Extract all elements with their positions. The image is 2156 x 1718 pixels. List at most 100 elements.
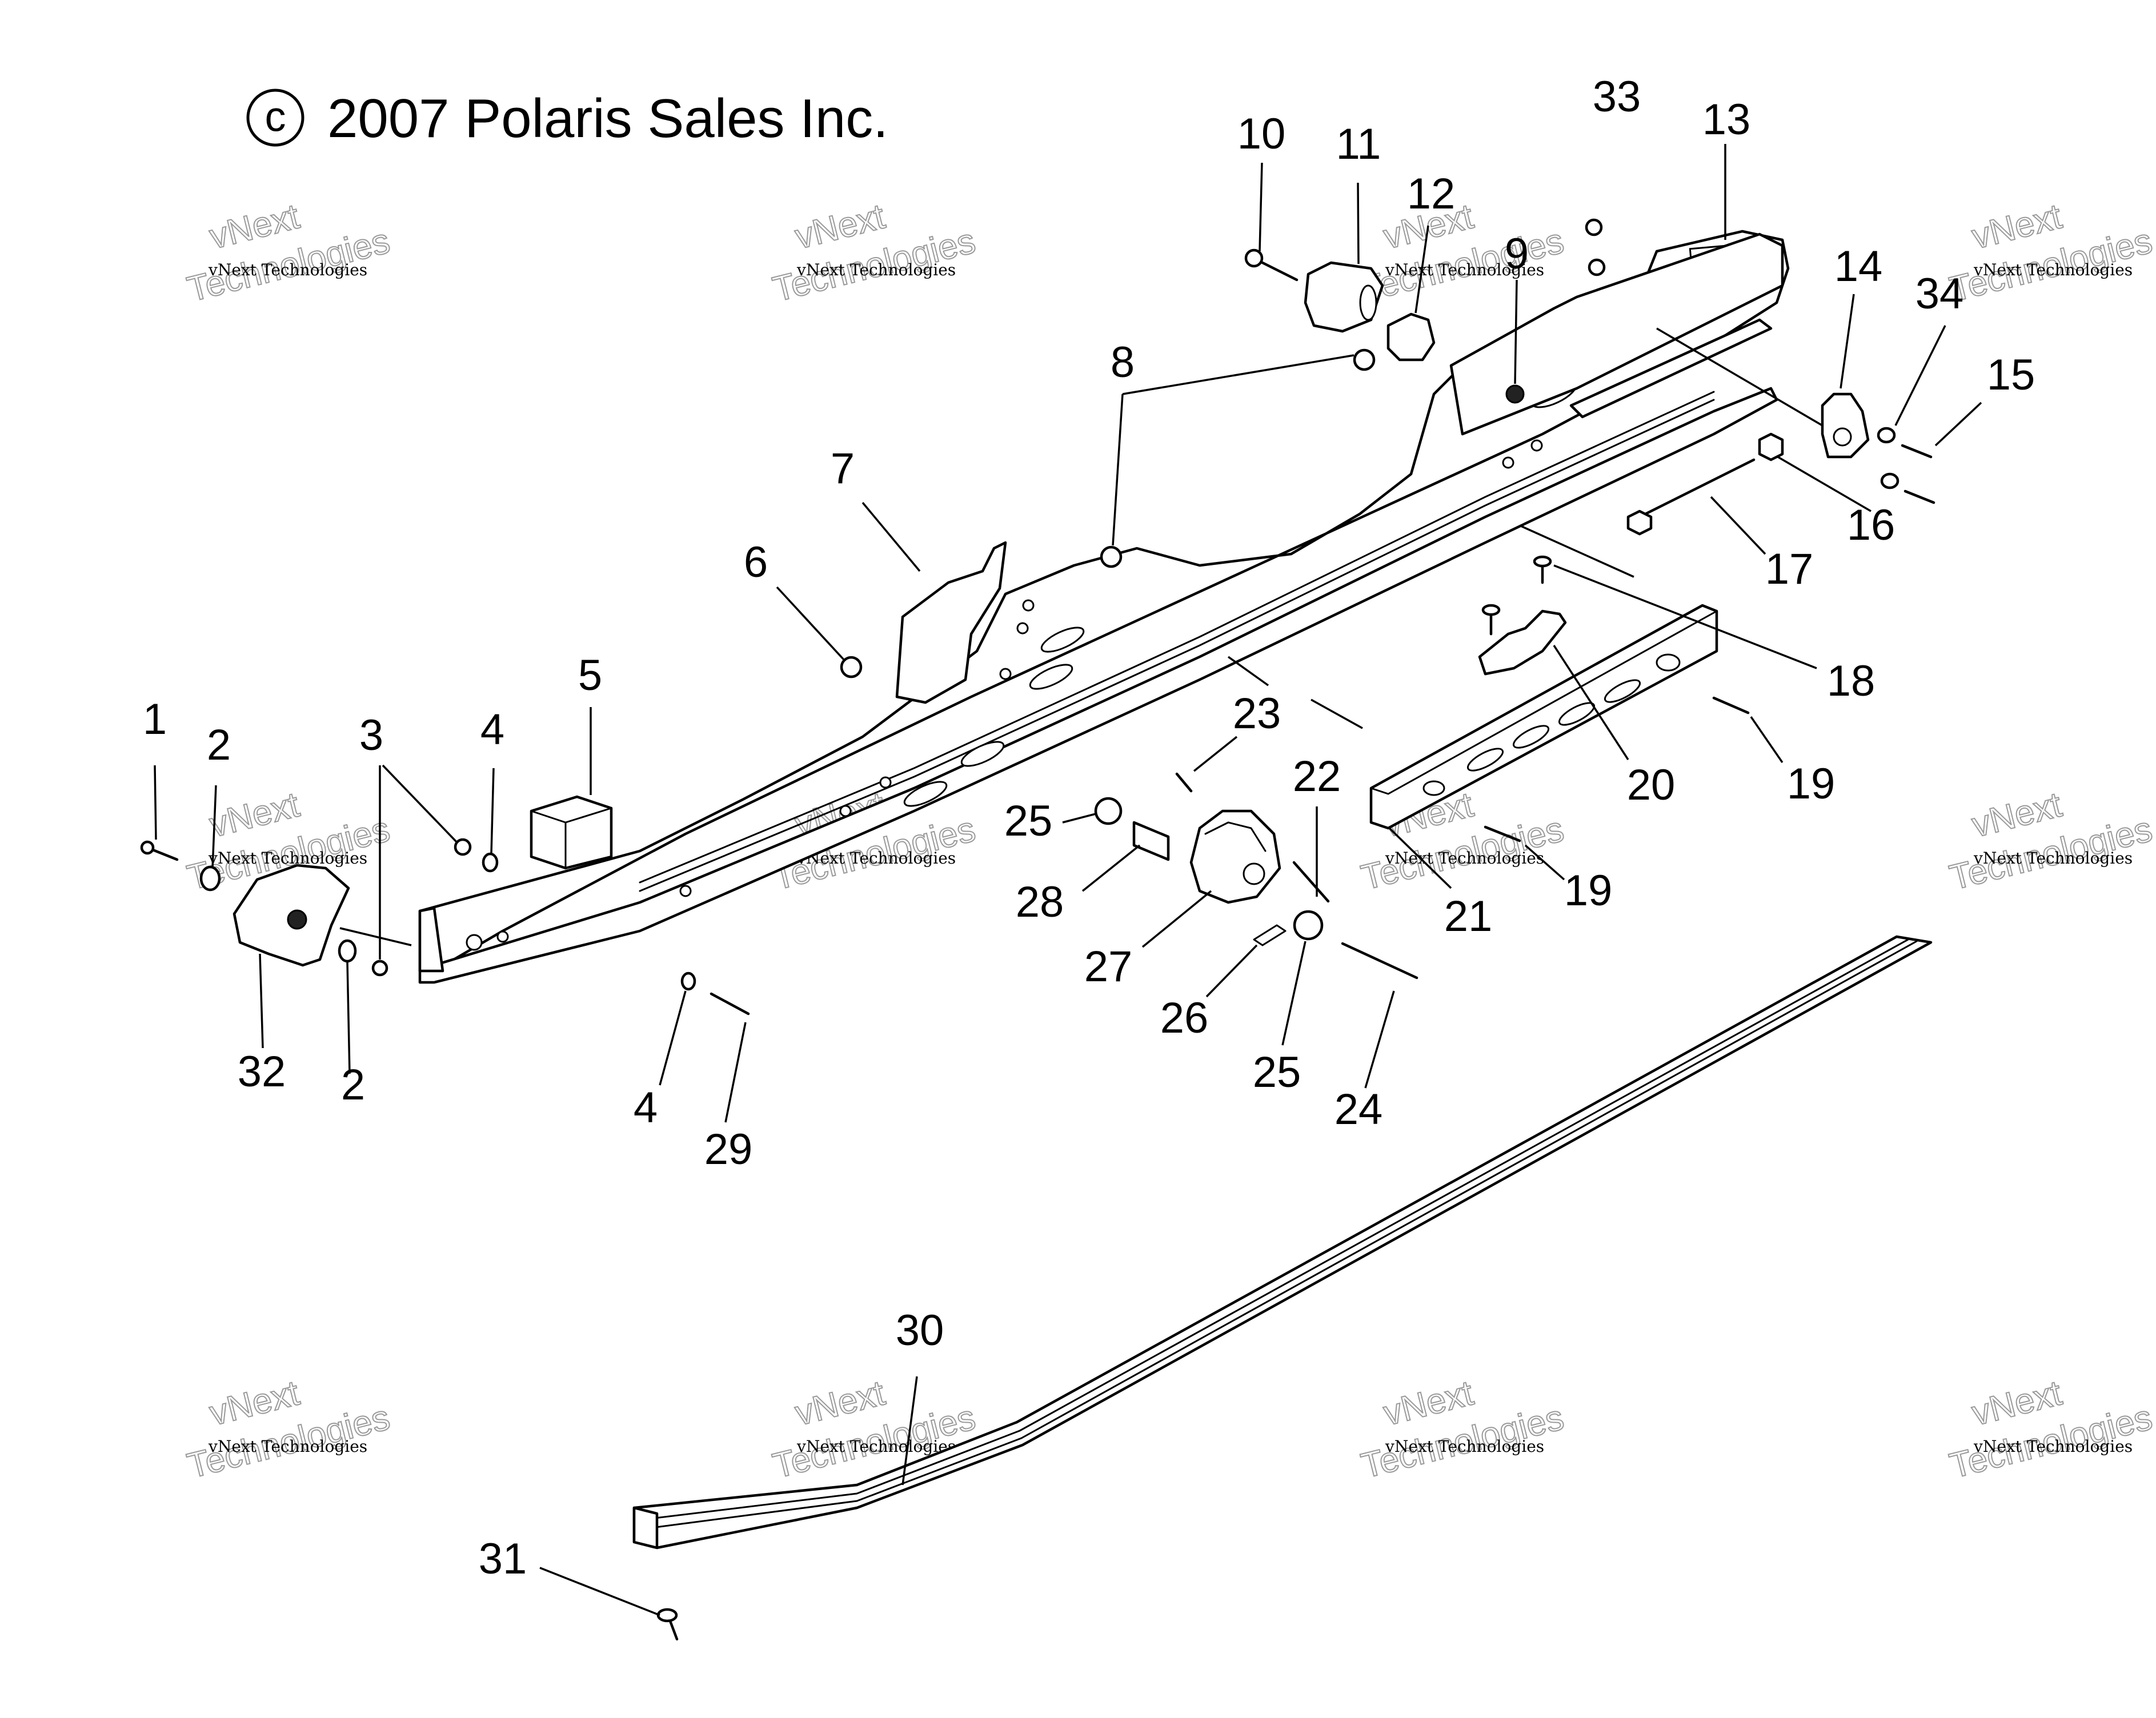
leader-frame-mid	[1519, 524, 1634, 578]
watermark-small-7: vNext Technologies	[1385, 849, 1544, 868]
leader-20	[1553, 645, 1629, 760]
bolt-17	[1638, 458, 1756, 519]
washer-4a	[482, 852, 499, 873]
callout-5: 5	[578, 651, 602, 700]
leader-26	[1205, 944, 1258, 998]
callout-26: 26	[1160, 994, 1209, 1042]
nut-6	[840, 656, 863, 679]
frame-hole-8	[879, 776, 892, 789]
watermark-12: vNext Technologies	[1945, 1372, 2156, 1486]
bolt-10	[1255, 258, 1299, 282]
wear-bar-front-end	[632, 1506, 659, 1550]
callout-19a: 19	[1787, 760, 1836, 808]
nut-33b	[1588, 258, 1606, 276]
spacer-28	[1132, 821, 1170, 861]
washer-25a	[1094, 797, 1123, 825]
watermark-8: vNext Technologies	[1945, 784, 2156, 898]
leader-25b	[1281, 941, 1307, 1046]
copyright-symbol: c	[265, 93, 286, 141]
callout-19b: 19	[1564, 866, 1613, 915]
frame-hole-5	[1022, 599, 1035, 612]
frame-slot-front-3	[903, 781, 948, 807]
bumper-hole	[1359, 284, 1377, 321]
frame-hole-9	[839, 805, 852, 817]
callout-29: 29	[704, 1125, 753, 1174]
bracket-14-hole	[1833, 427, 1852, 447]
callout-32: 32	[238, 1047, 286, 1096]
washer-34a	[1877, 427, 1896, 444]
wear-bar-groove-1	[644, 938, 1909, 1520]
callout-25a: 25	[1004, 797, 1053, 845]
callout-16: 16	[1847, 501, 1895, 549]
washer-2a	[199, 865, 221, 892]
leader-frame-23	[1227, 656, 1269, 687]
leader-30	[901, 1376, 918, 1486]
callout-13: 13	[1702, 95, 1751, 144]
copyright-notice: c 2007 Polaris Sales Inc.	[246, 88, 888, 149]
callout-21: 21	[1444, 892, 1493, 941]
saddle-slot-3	[1558, 702, 1596, 726]
callout-18: 18	[1827, 657, 1876, 705]
watermark-small-9: vNext Technologies	[208, 1437, 367, 1456]
leader-9	[1514, 279, 1518, 384]
spindle-plate-7	[895, 541, 1007, 704]
rear-bracket-outline	[1449, 232, 1784, 436]
leader-29	[724, 1022, 747, 1123]
watermark-4: vNext Technologies	[1945, 196, 2156, 310]
rear-slot-rail	[1569, 318, 1773, 419]
skid-plate-hole	[287, 909, 307, 930]
bolt-19a	[1712, 696, 1750, 715]
clamp-20	[1478, 609, 1567, 676]
callout-9: 9	[1505, 230, 1529, 278]
watermark-1: vNext Technologies	[183, 196, 394, 310]
leader-19a	[1750, 716, 1784, 763]
watermark-small-4: vNext Technologies	[1973, 260, 2133, 279]
saddle-slot-1	[1466, 748, 1504, 772]
callout-34: 34	[1915, 270, 1964, 318]
nut-3b	[371, 960, 388, 977]
watermark-11: vNext Technologies	[1357, 1372, 1568, 1486]
leader-13b	[1656, 327, 1823, 427]
callout-17: 17	[1765, 545, 1814, 593]
leader-24	[1364, 990, 1395, 1089]
screw-31-head	[656, 1608, 678, 1623]
callout-15: 15	[1987, 351, 2035, 399]
callout-28: 28	[1016, 878, 1064, 926]
leader-1	[154, 765, 157, 840]
ski-frame-rail	[418, 230, 1790, 984]
callouts: 1 2 2 3 4 4 5 6 7 8 9 10 11 12 13 14 15 …	[143, 73, 2035, 1583]
callout-11: 11	[1336, 120, 1381, 168]
watermarks: vNext Technologies vNext Technologies vN…	[183, 196, 2156, 1486]
watermark-small-8: vNext Technologies	[1973, 849, 2133, 868]
saddle-slot-2	[1512, 725, 1550, 749]
leader-10	[1259, 162, 1263, 252]
leader-4b	[659, 990, 687, 1086]
leader-2b	[346, 962, 351, 1074]
leader-8a	[1122, 354, 1354, 395]
block-edges	[530, 807, 612, 869]
saddle-body	[1369, 604, 1718, 830]
bolt-15a	[1901, 444, 1933, 459]
nut-33a	[1585, 218, 1603, 236]
callout-24: 24	[1335, 1085, 1383, 1134]
callout-4a: 4	[480, 705, 504, 754]
bolt-1-head	[140, 840, 155, 855]
watermark-small-11: vNext Technologies	[1385, 1437, 1544, 1456]
pivot-27	[1189, 809, 1281, 904]
cotter-26	[1253, 924, 1287, 946]
ski-saddle-21	[1369, 604, 1718, 830]
callout-20: 20	[1627, 761, 1676, 809]
washer-2b	[338, 939, 357, 963]
callout-25b: 25	[1253, 1048, 1301, 1097]
callout-23: 23	[1233, 689, 1281, 738]
leader-25a	[1062, 813, 1096, 824]
watermark-small-1: vNext Technologies	[208, 260, 367, 279]
leader-3a	[382, 764, 458, 844]
callout-1: 1	[143, 695, 167, 744]
watermark-small-3: vNext Technologies	[1385, 260, 1544, 279]
wear-bar-groove-2	[650, 940, 1918, 1529]
saddle-hole-front	[1422, 780, 1445, 796]
leader-18	[1553, 564, 1817, 669]
leader-16	[1777, 456, 1872, 512]
